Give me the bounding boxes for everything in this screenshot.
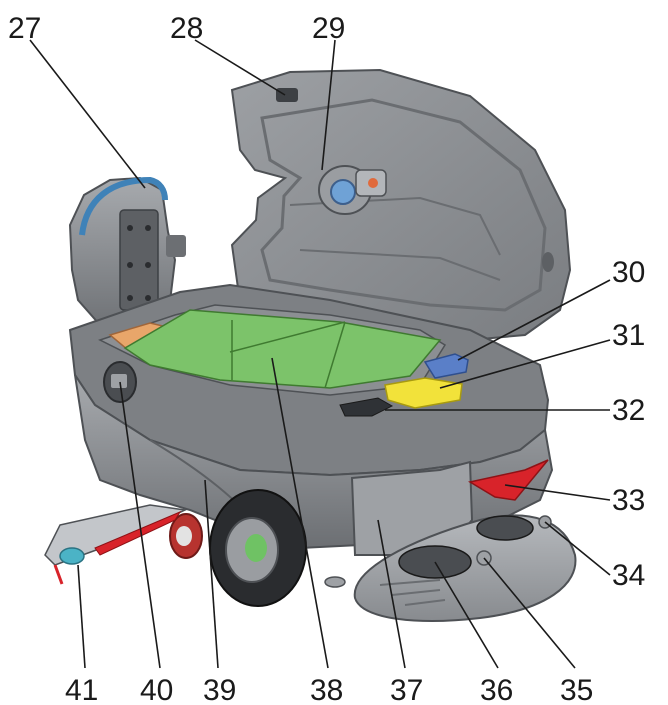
callout-29: 29	[312, 12, 345, 45]
callout-38: 38	[310, 674, 343, 705]
leader-29	[321, 39, 336, 171]
callout-39: 39	[203, 674, 236, 705]
callout-36: 36	[480, 674, 513, 705]
front-red-bumper	[467, 459, 549, 501]
battery-pack	[123, 309, 442, 389]
vent-grille	[339, 397, 394, 417]
leader-36	[434, 561, 499, 669]
solution-pump	[318, 165, 387, 215]
operator-handle	[68, 176, 186, 337]
callout-40: 40	[140, 674, 173, 705]
squeegee-assembly	[44, 504, 188, 585]
leader-41	[77, 564, 86, 669]
callout-33: 33	[612, 484, 645, 517]
leader-lines	[29, 39, 611, 669]
lid-latch	[276, 88, 298, 102]
leader-28	[194, 39, 286, 96]
blue-component	[423, 353, 469, 379]
callout-labels: 27 28 29 30 31 32 33 34 35 36 37 38 39 4…	[8, 12, 645, 705]
battery-compartment	[98, 304, 447, 396]
leader-37	[377, 519, 406, 669]
leader-35	[483, 557, 576, 669]
callout-28: 28	[170, 12, 203, 45]
callout-30: 30	[612, 256, 645, 289]
callout-37: 37	[390, 674, 423, 705]
callout-32: 32	[612, 394, 645, 427]
callout-34: 34	[612, 559, 645, 592]
caster-wheel	[169, 513, 203, 559]
yellow-plate	[384, 377, 463, 409]
brush-motor-right	[476, 515, 534, 541]
leader-30	[457, 279, 611, 361]
callout-27: 27	[8, 12, 41, 45]
leader-27	[29, 39, 146, 189]
rear-wheel	[209, 489, 307, 607]
leader-33	[504, 484, 611, 501]
leader-38	[271, 357, 329, 669]
leader-34	[544, 521, 611, 576]
callout-35: 35	[560, 674, 593, 705]
leader-31	[439, 339, 611, 389]
leader-39	[204, 479, 219, 669]
leader-40	[119, 381, 161, 669]
callout-41: 41	[65, 674, 98, 705]
control-parts	[339, 353, 469, 417]
callout-31: 31	[612, 319, 645, 352]
